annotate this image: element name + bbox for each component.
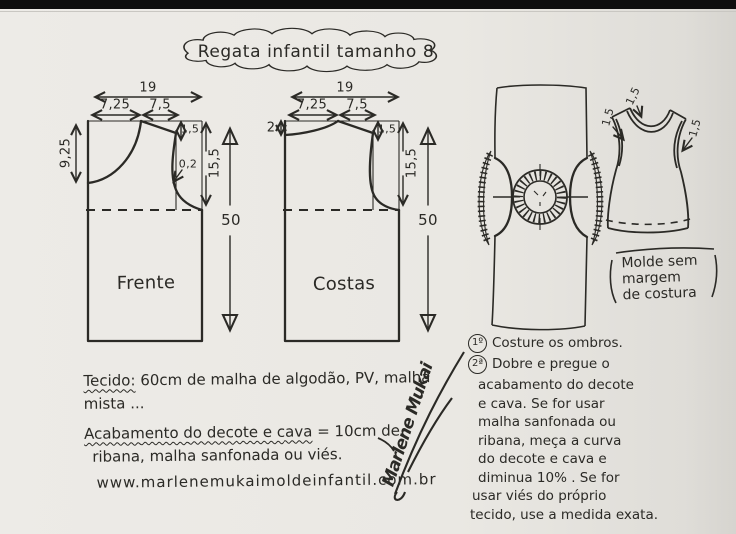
costas-neck-width-label: 7,25: [296, 97, 328, 113]
costas-shoulder-drop-label: 1,5: [377, 122, 397, 136]
note-line: de costura: [622, 284, 698, 304]
fabric-line-1-text: 60cm de malha de algodão, PV, malha: [140, 368, 431, 390]
fabric-line-1: Tecido: 60cm de malha de algodão, PV, ma…: [83, 366, 435, 393]
finished-shirt-drawing: [605, 105, 693, 234]
finish-rest: = 10cm de: [317, 421, 401, 441]
step-2-line: ribana, meça a curva: [478, 432, 622, 449]
frente-length-label: 50: [221, 211, 241, 229]
frente-dimension-arrows: [70, 91, 230, 329]
frente-neck-depth-label: 9,25: [58, 137, 74, 169]
costas-dimension-arrows: [275, 91, 428, 329]
finish-label: Acabamento do decote e cava: [83, 422, 313, 443]
folded-fabric-drawing: [477, 84, 604, 331]
costas-width-label: 19: [336, 80, 354, 96]
page-title: Regata infantil tamanho 8: [197, 42, 435, 62]
signature-flourish: [377, 351, 465, 501]
step-1-text: Costure os ombros.: [492, 335, 623, 352]
scan-edge-line: [0, 11, 736, 12]
frente-piece-name: Frente: [116, 271, 176, 295]
costas-neck-depth-label: 2: [266, 120, 276, 136]
instruction-step-1: 1º Costure os ombros.: [468, 334, 678, 353]
costas-shoulder-width-label: 7,5: [346, 97, 368, 113]
frente-pattern-drawing: [86, 119, 204, 343]
finish-line: Acabamento do decote e cava = 10cm de: [84, 419, 436, 446]
frente-width-label: 19: [139, 80, 157, 96]
frente-armhole-inset-label: 0,2: [178, 157, 198, 171]
costas-pattern-drawing: [283, 119, 401, 343]
no-seam-allowance-note: Molde sem margem de costura: [621, 253, 699, 304]
frente-shoulder-width-label: 7,5: [149, 97, 171, 113]
step-2-line: diminua 10% . Se for: [478, 469, 620, 486]
step-2-line: do decote e cava e: [478, 451, 607, 467]
step-2-line: malha sanfonada ou: [478, 414, 616, 430]
note-line: Molde sem: [621, 252, 698, 272]
costas-piece-name: Costas: [312, 272, 376, 296]
fabric-label: Tecido:: [83, 371, 136, 390]
note-bracket: [609, 247, 718, 304]
step-1-badge: 1º: [468, 334, 487, 353]
step-2-line: acabamento do decote: [478, 377, 634, 393]
fabric-line-2: mista ...: [83, 394, 145, 413]
step-2-line: usar viés do próprio: [472, 488, 607, 504]
title-cloud: [183, 27, 437, 73]
frente-armhole-depth-label: 15,5: [207, 147, 223, 179]
step-2-line: tecido, use a medida exata.: [470, 506, 659, 523]
scan-edge-bar: [0, 0, 736, 9]
frente-neck-width-label: 7,25: [99, 97, 131, 113]
step-2-badge: 2ª: [468, 355, 487, 374]
costas-armhole-depth-label: 15,5: [404, 147, 420, 179]
instructions-list: 1º Costure os ombros. 2ª Dobre e pregue …: [468, 334, 678, 524]
frente-shoulder-drop-label: 1,5: [180, 122, 200, 136]
instruction-step-2: 2ª Dobre e pregue o: [468, 355, 678, 374]
step-2-text: Dobre e pregue o: [492, 356, 610, 373]
step-2-line: e cava. Se for usar: [478, 395, 605, 412]
costas-length-label: 50: [418, 211, 438, 229]
